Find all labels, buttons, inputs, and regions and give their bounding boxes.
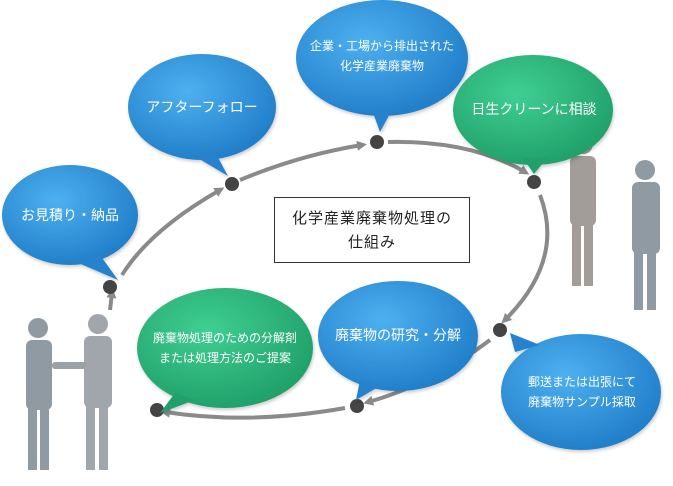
- step-label: アフターフォロー: [146, 100, 258, 116]
- node-3: [370, 135, 384, 149]
- bubble-research: [318, 281, 478, 400]
- step-label-line1: 廃棄物処理のための分解剤: [152, 331, 297, 345]
- step-research: 廃棄物の研究・分解: [322, 316, 474, 354]
- people-left-handshake: [26, 314, 112, 470]
- step-consult: 日生クリーンに相談: [458, 90, 610, 128]
- bubble-consult: [453, 55, 613, 174]
- step-estimate-delivery: お見積り・納品: [8, 195, 132, 235]
- step-label-line1: 郵送または出張にて: [527, 375, 636, 389]
- cycle-nodes: [103, 135, 541, 417]
- bubble-after-follow: [128, 54, 276, 176]
- node-7: [150, 403, 164, 417]
- node-5: [493, 323, 507, 337]
- step-sample-collection: 郵送または出張にて 廃棄物サンプル採取: [508, 368, 656, 416]
- step-proposal: 廃棄物処理のための分解剤 または処理方法のご提案: [140, 322, 310, 374]
- bubble-sample-collection: [501, 333, 661, 450]
- node-6: [350, 399, 364, 413]
- step-label-line2: または処理方法のご提案: [158, 351, 291, 365]
- node-4: [527, 175, 541, 189]
- step-after-follow: アフターフォロー: [135, 88, 269, 126]
- node-2: [225, 177, 239, 191]
- people-right-consultation: [570, 134, 660, 310]
- step-label-line2: 化学産業廃棄物: [339, 59, 424, 73]
- node-1: [103, 280, 117, 294]
- bubble-estimate-delivery: [2, 165, 138, 280]
- step-label-line2: 廃棄物サンプル採取: [528, 395, 636, 409]
- step-label: お見積り・納品: [21, 208, 119, 224]
- diagram-title-box: 化学産業廃棄物処理の 仕組み: [274, 197, 470, 263]
- step-label-line1: 企業・工場から排出された: [309, 39, 454, 53]
- diagram-title-line2: 仕組み: [347, 233, 396, 251]
- diagram-title-line1: 化学産業廃棄物処理の: [291, 209, 452, 227]
- bubble-chemical-waste: [296, 0, 468, 132]
- bubble-proposal: [137, 288, 313, 413]
- cycle-arrows: [106, 139, 550, 420]
- step-label: 廃棄物の研究・分解: [335, 328, 461, 344]
- step-chemical-waste: 企業・工場から排出された 化学産業廃棄物: [298, 30, 466, 82]
- step-label: 日生クリーンに相談: [471, 102, 597, 118]
